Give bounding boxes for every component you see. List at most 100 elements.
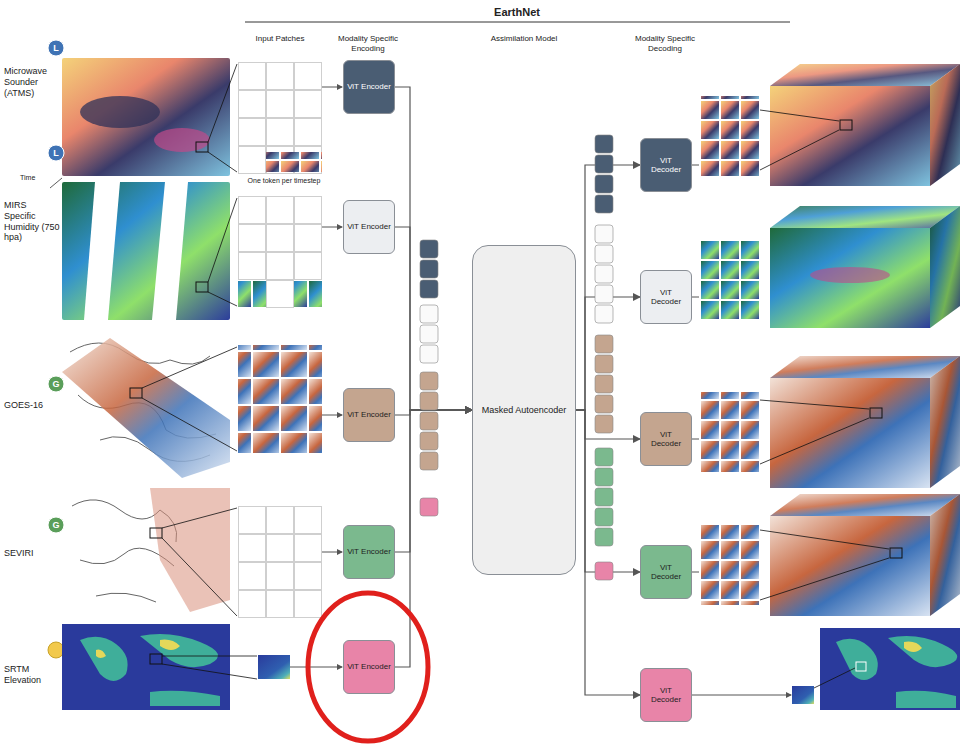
- leader-line: [162, 664, 257, 679]
- node-text: ViT Decoder: [644, 430, 688, 448]
- node-text: ViT Encoder: [347, 222, 391, 231]
- output-cube-front: [770, 86, 930, 186]
- token: [595, 562, 613, 580]
- atms-map: [62, 58, 230, 176]
- leader-line: [760, 400, 869, 409]
- token: [420, 392, 438, 410]
- token: [420, 280, 438, 298]
- node-text: G: [52, 520, 59, 530]
- token: [595, 355, 613, 373]
- seviri-map: [62, 486, 230, 614]
- output-cube-top: [770, 64, 960, 86]
- leader-line: [208, 64, 237, 142]
- token: [420, 372, 438, 390]
- node-text: ViT Encoder: [347, 410, 391, 419]
- modality-name: SEVIRI: [4, 548, 60, 559]
- output-cube-top: [770, 356, 960, 378]
- output-patches: [700, 96, 760, 176]
- badge-circle-shape: [48, 40, 64, 56]
- node-text: ViT Encoder: [347, 662, 391, 671]
- vit-decoder: ViT Decoder: [640, 545, 692, 599]
- input-line: [322, 415, 342, 416]
- token: [595, 528, 613, 546]
- token-column: [595, 135, 613, 580]
- node-text-group: ViT Decoder: [644, 288, 688, 306]
- output-cube-shade: [930, 206, 960, 328]
- token: [420, 345, 438, 363]
- column-header: Modality Specific Decoding: [628, 34, 702, 53]
- output-cube-top: [770, 206, 960, 228]
- token: [420, 498, 438, 516]
- leader-line: [208, 152, 237, 172]
- connector: [576, 297, 640, 410]
- node-text-group: ViT Encoder: [347, 547, 391, 556]
- highlight-ring: [308, 593, 428, 741]
- vit-decoder: ViT Decoder: [640, 412, 692, 466]
- column-header: Assimilation Model: [484, 34, 564, 44]
- connector: [395, 227, 472, 410]
- token: [595, 305, 613, 323]
- token: [420, 240, 438, 258]
- node-text-group: Masked Autoencoder: [482, 405, 567, 415]
- leader-line: [760, 558, 889, 600]
- leader-line: [162, 538, 237, 616]
- badge-circle-shape: [48, 376, 64, 392]
- patch-grid: [238, 506, 322, 618]
- leader-line: [142, 347, 237, 388]
- patch-marker: [150, 528, 162, 538]
- leader-line: [142, 398, 237, 451]
- column-header: Input Patches: [240, 34, 320, 44]
- leader-line: [814, 668, 855, 688]
- connector: [395, 410, 472, 667]
- node-text-group: ViT Decoder: [644, 430, 688, 448]
- patch-marker: [856, 662, 866, 671]
- token: [595, 175, 613, 193]
- leader-line: [208, 198, 237, 282]
- token: [595, 375, 613, 393]
- output-line: [690, 695, 791, 696]
- node-text: ViT Encoder: [347, 547, 391, 556]
- leader-line: [760, 130, 839, 170]
- vit-encoder: ViT Encoder: [343, 200, 395, 254]
- output-patches: [700, 525, 760, 605]
- token: [595, 488, 613, 506]
- goes-band: [62, 338, 230, 478]
- connector: [576, 410, 640, 695]
- output-cube-shade: [930, 64, 960, 186]
- vit-decoder: ViT Decoder: [640, 138, 692, 192]
- patch-marker: [890, 548, 902, 558]
- token: [595, 285, 613, 303]
- time-axis: [50, 178, 62, 188]
- leader-line: [162, 656, 257, 657]
- swath-gap: [84, 182, 120, 320]
- token-column: [420, 240, 438, 516]
- token: [595, 245, 613, 263]
- node-text: ViT Decoder: [644, 686, 688, 704]
- token-patches: [266, 152, 322, 172]
- patch-marker: [840, 120, 852, 130]
- output-patch: [792, 686, 814, 704]
- badge-circle-shape: [48, 517, 64, 533]
- input-line: [322, 552, 342, 553]
- token: [595, 135, 613, 153]
- highland: [96, 640, 180, 658]
- node-text: ViT Encoder: [347, 82, 391, 91]
- output-cube-shade: [930, 494, 960, 616]
- node-text-group: G: [52, 379, 59, 389]
- vit-encoder: ViT Encoder: [343, 525, 395, 579]
- srtm-map: [62, 624, 230, 710]
- patch-grid: [238, 62, 322, 174]
- node-text-group: G: [52, 520, 59, 530]
- diagram-title: EarthNet: [417, 6, 617, 19]
- output-cube-front: [770, 378, 930, 488]
- node-text-group: L: [53, 43, 59, 53]
- connector: [395, 410, 472, 552]
- input-line: [322, 227, 342, 228]
- token: [420, 325, 438, 343]
- output-cube-front: [770, 516, 930, 616]
- output-cube-side: [930, 206, 960, 328]
- output-patches: [700, 392, 760, 472]
- continent: [836, 636, 957, 708]
- modality-name: SRTM Elevation: [4, 664, 60, 686]
- leader-line: [760, 418, 869, 464]
